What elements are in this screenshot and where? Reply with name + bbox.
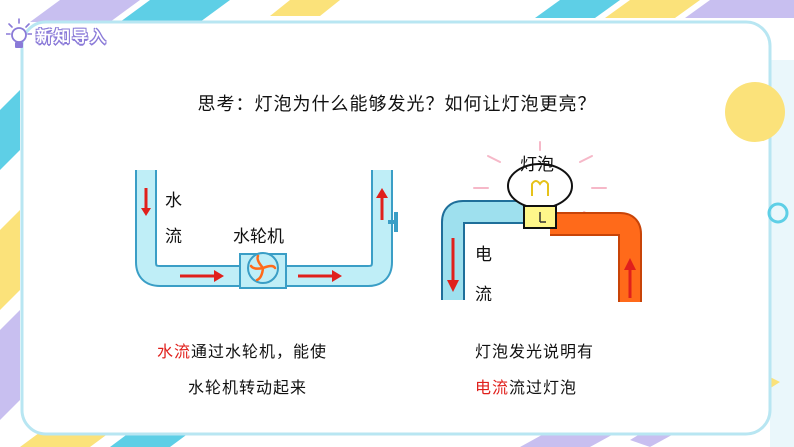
section-title: 新知导入 <box>36 27 109 46</box>
caption-left-line2: 水轮机转动起来 <box>188 378 308 397</box>
label-bulb: 灯泡 <box>520 155 554 175</box>
lightbulb-icon <box>6 18 32 48</box>
caption-left-rest: 通过水轮机，能使 <box>191 342 328 361</box>
caption-right-line2: 电流流过灯泡 <box>475 374 577 398</box>
label-current-1: 电 <box>475 245 492 265</box>
flow-arrows <box>141 188 388 282</box>
bulb-current-diagram <box>441 141 642 302</box>
caption-right-line1: 灯泡发光说明有 <box>475 342 595 361</box>
label-water-1: 水 <box>165 191 182 211</box>
caption-right-rest: 流过灯泡 <box>509 378 578 397</box>
caption-left-highlight: 水流 <box>157 342 192 361</box>
caption-left-line1: 水流通过水轮机，能使 <box>157 338 327 362</box>
turbine-blades <box>249 254 277 282</box>
label-water-2: 流 <box>165 227 182 247</box>
label-turbine: 水轮机 <box>233 227 284 247</box>
label-current-2: 流 <box>475 285 492 305</box>
section-header: 新知导入 <box>6 18 108 52</box>
caption-right-highlight: 电流 <box>475 378 510 397</box>
question-text: 思考：灯泡为什么能够发光？如何让灯泡更亮？ <box>197 94 597 115</box>
current-arrows <box>447 238 636 298</box>
water-pipe-diagram <box>135 170 398 289</box>
